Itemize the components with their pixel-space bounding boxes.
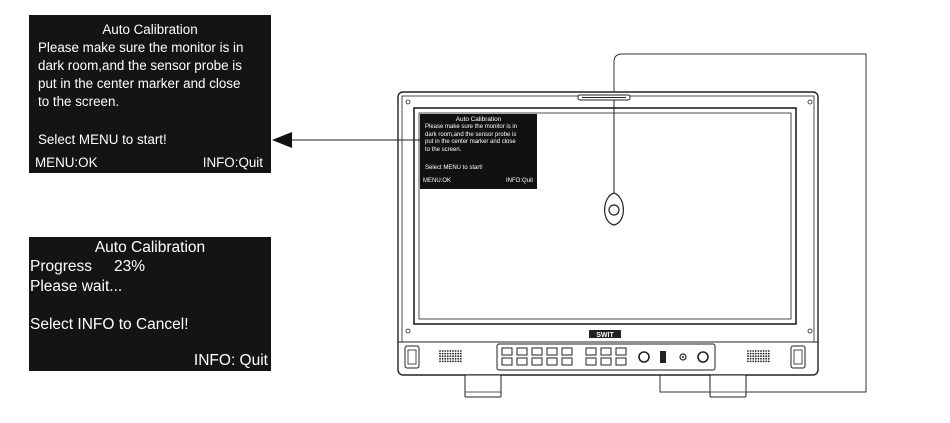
mini-osd-line: dark room,and the sensor probe is xyxy=(425,131,517,138)
osd-start-instruction: Select MENU to start! xyxy=(38,132,167,147)
mini-osd-title: Auto Calibration xyxy=(455,116,502,123)
osd-start-panel: Auto Calibration Please make sure the mo… xyxy=(29,15,271,173)
panel-key-button xyxy=(585,347,597,356)
panel-key-button xyxy=(516,347,528,356)
probe-cable xyxy=(613,53,867,393)
osd-start-title: Auto Calibration xyxy=(102,22,198,37)
left-speaker-grille xyxy=(439,350,462,363)
wait-text: Please wait... xyxy=(30,278,123,295)
panel-key-button xyxy=(516,357,528,366)
arrow-head-icon xyxy=(272,132,292,148)
osd-info-quit-label: INFO: Quit xyxy=(193,352,268,369)
screw-icon xyxy=(405,99,411,105)
panel-key-button xyxy=(615,347,627,356)
screw-icon xyxy=(807,99,813,105)
usb-port xyxy=(660,351,666,363)
knob-left-icon xyxy=(638,351,650,363)
osd-progress-panel: Auto Calibration Progress 23% Please wai… xyxy=(29,237,271,371)
left-foot xyxy=(464,374,502,398)
osd-start-line: put in the center marker and close xyxy=(38,76,241,91)
mini-osd-menu-ok: MENU:OK xyxy=(423,178,452,184)
screw-icon xyxy=(405,328,411,334)
progress-value: 23% xyxy=(114,258,146,275)
mini-osd-line: put in the center marker and close xyxy=(425,139,516,146)
osd-progress-title: Auto Calibration xyxy=(94,239,206,256)
panel-key-button xyxy=(600,347,612,356)
panel-key-button xyxy=(501,357,513,366)
panel-key-button xyxy=(546,347,558,356)
screw-icon xyxy=(807,328,813,334)
brand-logo xyxy=(589,330,621,338)
osd-start-line: dark room,and the sensor probe is xyxy=(38,58,242,73)
panel-key-button xyxy=(600,357,612,366)
osd-menu-ok-label: MENU:OK xyxy=(35,155,98,170)
panel-key-button xyxy=(561,347,573,356)
panel-key-button xyxy=(531,357,543,366)
osd-start-line: Please make sure the monitor is in xyxy=(38,40,244,55)
mini-osd-instruction: Select MENU to start! xyxy=(425,165,483,171)
cancel-instruction: Select INFO to Cancel! xyxy=(30,316,189,333)
panel-key-button xyxy=(501,347,513,356)
panel-key-button xyxy=(561,357,573,366)
knob-right-icon xyxy=(697,351,709,363)
progress-label: Progress xyxy=(30,258,93,275)
monitor-osd-preview: Auto Calibration Please make sure the mo… xyxy=(420,114,537,189)
right-foot xyxy=(709,374,747,398)
panel-key-button xyxy=(585,357,597,366)
brand-text: SWIT xyxy=(596,332,614,339)
osd-info-quit-label: INFO:Quit xyxy=(202,155,263,170)
osd-start-line: to the screen. xyxy=(38,94,120,109)
panel-key-button xyxy=(615,357,627,366)
mini-osd-info-quit: INFO:Quit xyxy=(505,178,533,184)
mini-osd-line: Please make sure the monitor is in xyxy=(425,124,518,130)
panel-key-button xyxy=(531,347,543,356)
right-speaker-grille xyxy=(747,350,770,363)
panel-key-button xyxy=(546,357,558,366)
mini-osd-line: to the screen. xyxy=(425,146,462,153)
